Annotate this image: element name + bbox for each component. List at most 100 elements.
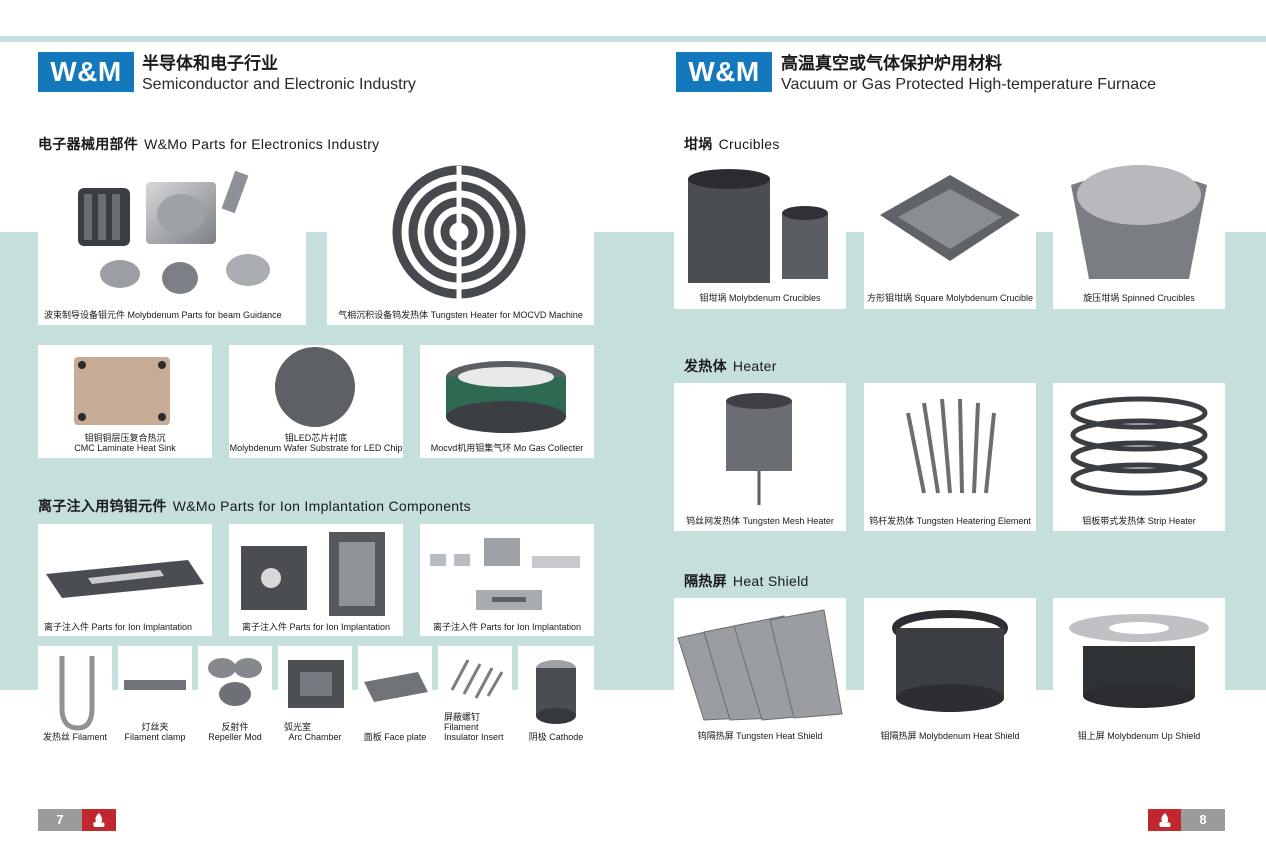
card-filament: 发热丝 Filament [38, 646, 112, 746]
card-caption: 钼隔热屏 Molybdenum Heat Shield [880, 731, 1020, 741]
card-spinned-crucibles: 旋压坩埚 Spinned Crucibles [1053, 161, 1225, 309]
filament-clamp-image [124, 680, 186, 690]
card-caption: 钨隔热屏 Tungsten Heat Shield [697, 731, 823, 741]
section-title-en-left: Semiconductor and Electronic Industry [142, 76, 416, 93]
card-caption-line2: Molybdenum Wafer Substrate for LED Chip [229, 443, 403, 453]
sub-heading-cn: 发热体 [684, 358, 727, 374]
top-rule [0, 36, 1266, 42]
card-tungsten-heat-shield: 钨隔热屏 Tungsten Heat Shield [674, 598, 846, 746]
card-face-plate: 面板 Face plate [358, 646, 432, 746]
card-mo-gas-collector: Mocvd机用钼集气环 Mo Gas Collecter [420, 345, 594, 458]
card-caption: 钼上屏 Molybdenum Up Shield [1077, 731, 1201, 741]
card-caption-line1: 钼铜铜层压复合热沉 [84, 433, 166, 443]
card-caption-line2: Arc Chamber [288, 732, 342, 742]
card-beam-guidance-parts: 波束制导设备钼元件 Molybdenum Parts for beam Guid… [38, 160, 306, 325]
card-caption: 离子注入件 Parts for Ion Implantation [44, 622, 193, 632]
card-caption: Mocvd机用钼集气环 Mo Gas Collecter [430, 443, 584, 453]
sub-heading-heater: 发热体 Heater [684, 357, 777, 375]
section-title-cn-right: 高温真空或气体保护炉用材料 [781, 54, 1002, 73]
card-tungsten-heating-element: 钨杆发热体 Tungsten Heatering Element [864, 383, 1036, 531]
card-ion-parts-1: 离子注入件 Parts for Ion Implantation [38, 524, 212, 636]
flame-logo-icon [1159, 813, 1171, 827]
card-caption: 离子注入件 Parts for Ion Implantation [432, 622, 582, 632]
sub-heading-cn: 坩埚 [684, 136, 713, 152]
sub-heading-en: Crucibles [718, 136, 780, 152]
card-caption: 钼坩埚 Molybdenum Crucibles [699, 293, 821, 303]
sub-heading-cn: 电子器械用部件 [38, 136, 139, 152]
card-caption: 旋压坩埚 Spinned Crucibles [1083, 293, 1195, 303]
card-caption: 面板 Face plate [363, 732, 427, 742]
card-strip-heater: 钼板带式发热体 Strip Heater [1053, 383, 1225, 531]
mo-gas-collector-image [446, 361, 566, 433]
card-caption-line2: Filament clamp [124, 732, 186, 742]
tungsten-heating-element-image [906, 398, 996, 494]
card-tungsten-mesh-heater: 钨丝网发热体 Tungsten Mesh Heater [674, 383, 846, 531]
section-title-cn-left: 半导体和电子行业 [142, 54, 278, 73]
ion-parts-image [46, 560, 204, 598]
sub-heading-en: Heater [732, 358, 777, 374]
card-caption-line1: 屏蔽螺钉 [444, 712, 481, 722]
sub-heading-electronics: 电子器械用部件 W&Mo Parts for Electronics Indust… [38, 135, 379, 153]
card-caption-line1: 反射件 [221, 722, 249, 732]
ion-parts-image [430, 538, 580, 610]
led-wafer-image [275, 347, 355, 427]
card-molybdenum-crucibles: 钼坩埚 Molybdenum Crucibles [674, 161, 846, 309]
sub-heading-en: W&Mo Parts for Electronics Industry [144, 136, 380, 152]
card-caption: 钨丝网发热体 Tungsten Mesh Heater [686, 516, 834, 526]
card-mocvd-heater: 气相沉积设备钨发热体 Tungsten Heater for MOCVD Mac… [327, 160, 594, 325]
ion-parts-image [241, 532, 385, 616]
cathode-image [536, 660, 576, 724]
card-square-crucible: 方形钼坩埚 Square Molybdenum Crucible [864, 161, 1036, 309]
card-caption: 方形钼坩埚 Square Molybdenum Crucible [866, 293, 1034, 303]
section-title-en-right: Vacuum or Gas Protected High-temperature… [781, 76, 1156, 93]
card-caption: 发热丝 Filament [42, 732, 107, 742]
card-cathode: 阴极 Cathode [518, 646, 594, 746]
sub-heading-en: W&Mo Parts for Ion Implantation Componen… [172, 498, 471, 514]
card-caption: 钼板带式发热体 Strip Heater [1082, 516, 1196, 526]
brand-badge-left: W&M [38, 52, 134, 92]
molybdenum-up-shield-image [1069, 614, 1209, 708]
sub-heading-cn: 隔热屏 [684, 573, 727, 589]
insulator-insert-image [450, 659, 504, 699]
cmc-heat-sink-image [74, 357, 170, 425]
page-number-left: 7 [38, 809, 82, 831]
card-filament-clamp: 灯丝夹 Filament clamp [118, 646, 192, 746]
face-plate-image [364, 672, 428, 702]
tungsten-heat-shield-image [677, 609, 843, 721]
square-crucible-image [880, 175, 1020, 261]
spinned-crucibles-image [1071, 165, 1207, 279]
card-caption: 阴极 Cathode [528, 732, 584, 742]
card-insulator-insert: 屏蔽螺钉 Filament Insulator Insert [438, 646, 512, 746]
mocvd-heater-image [392, 165, 526, 300]
card-ion-parts-2: 离子注入件 Parts for Ion Implantation [229, 524, 403, 636]
card-caption-line1: 钼LED芯片衬底 [284, 433, 348, 443]
card-arc-chamber: 弧光室 Arc Chamber [278, 646, 352, 746]
sub-heading-cn: 离子注入用钨钼元件 [38, 498, 167, 514]
card-ion-parts-3: 离子注入件 Parts for Ion Implantation [420, 524, 594, 636]
arc-chamber-image [288, 660, 344, 708]
card-caption-line2: CMC Laminate Heat Sink [74, 443, 176, 453]
card-caption: 钨杆发热体 Tungsten Heatering Element [869, 516, 1031, 526]
card-molybdenum-heat-shield: 钼隔热屏 Molybdenum Heat Shield [864, 598, 1036, 746]
beam-guidance-parts-image [78, 170, 270, 294]
sub-heading-crucibles: 坩埚 Crucibles [684, 135, 780, 153]
card-caption-line1: 弧光室 [284, 722, 312, 732]
strip-heater-image [1070, 396, 1208, 496]
repeller-image [208, 658, 262, 706]
page-number-right: 8 [1181, 809, 1225, 831]
card-caption-line1: 灯丝夹 [141, 722, 169, 732]
card-repeller: 反射件 Repeller Mod [198, 646, 272, 746]
flame-logo-icon [93, 813, 105, 827]
molybdenum-crucibles-image [688, 169, 828, 283]
card-caption-line2: Repeller Mod [208, 732, 262, 742]
card-caption: 气相沉积设备钨发热体 Tungsten Heater for MOCVD Mac… [338, 310, 583, 320]
card-cmc-heat-sink: 钼铜铜层压复合热沉 CMC Laminate Heat Sink [38, 345, 212, 458]
brand-badge-right: W&M [676, 52, 772, 92]
card-molybdenum-up-shield: 钼上屏 Molybdenum Up Shield [1053, 598, 1225, 746]
card-led-wafer: 钼LED芯片衬底 Molybdenum Wafer Substrate for … [229, 345, 403, 458]
tungsten-mesh-heater-image [726, 393, 792, 505]
card-caption-line2: Filament [444, 722, 479, 732]
card-caption-line3: Insulator Insert [444, 732, 504, 742]
molybdenum-heat-shield-image [892, 610, 1008, 712]
